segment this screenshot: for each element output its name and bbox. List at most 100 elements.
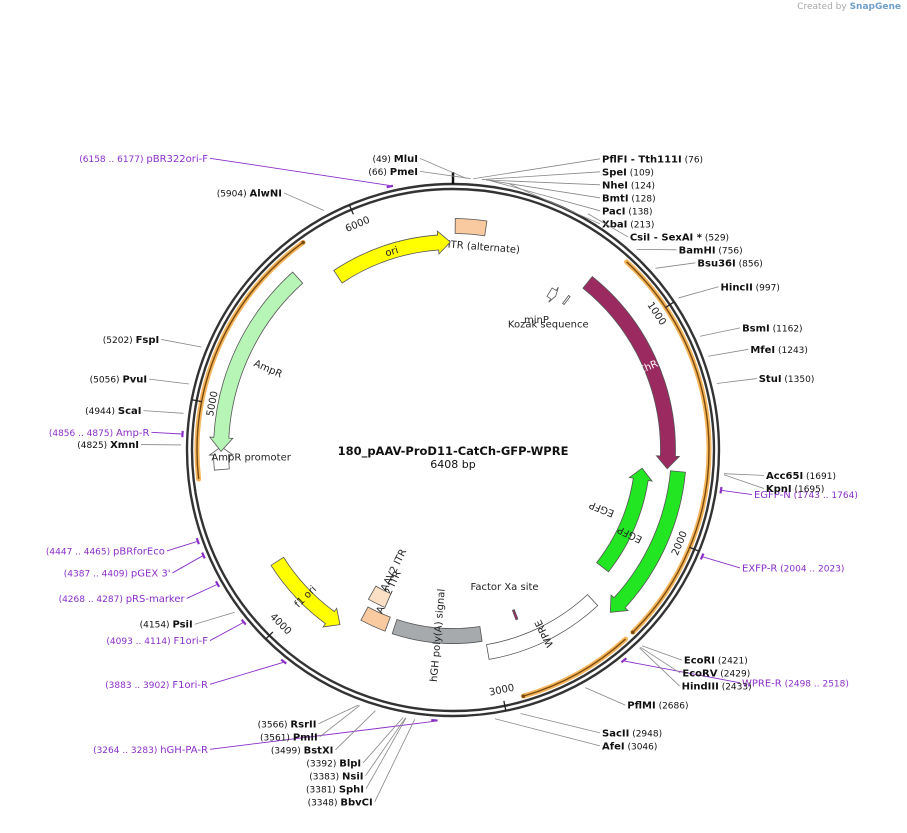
site-name: NheI <box>602 180 628 191</box>
site-pflfi-tth111i[interactable]: PflFI - Tth111I (76) <box>473 154 703 180</box>
site-bamhi[interactable]: BamHI (756) <box>636 245 743 256</box>
site-name: AfeI <box>602 741 625 752</box>
primer-egfp-n[interactable]: EGFP-N (1743 .. 1764) <box>719 486 858 501</box>
site-bsu36i[interactable]: Bsu36I (856) <box>655 258 763 269</box>
site-position: (3381) <box>306 785 339 795</box>
feature-aav2-itr-inner[interactable] <box>367 585 392 608</box>
primer-pgex-3[interactable]: (4387 .. 4409) pGEX 3' <box>64 552 206 580</box>
site-position: (856) <box>736 259 763 269</box>
site-name: XmnI <box>110 440 139 451</box>
primer-exfp-r[interactable]: EXFP-R (2004 .. 2023) <box>699 553 845 575</box>
site-sphi[interactable]: (3381) SphI <box>306 717 407 795</box>
primer-f1ori-f[interactable]: (4093 .. 4114) F1ori-F <box>106 618 247 647</box>
site-name: SpeI <box>602 167 627 178</box>
site-csii-sexai[interactable]: CsiI - SexAI * (529) <box>587 213 729 244</box>
primer-label: (4856 .. 4875) Amp-R <box>49 428 150 439</box>
primer-f1ori-r[interactable]: (3883 .. 3902) F1ori-R <box>105 658 287 691</box>
site-stui[interactable]: StuI (1350) <box>716 374 815 385</box>
site-position: (997) <box>753 283 780 293</box>
plasmid-title: 180_pAAV-ProD11-CatCh-GFP-WPRE <box>338 444 569 459</box>
snapgene-brand[interactable]: Created by SnapGene <box>797 2 901 12</box>
site-position: (213) <box>627 220 654 230</box>
feature-aav2-itr[interactable] <box>360 606 391 632</box>
feature-minp[interactable] <box>546 286 559 303</box>
feature-ori[interactable] <box>333 230 451 284</box>
site-nsii[interactable]: (3383) NsiI <box>309 717 406 782</box>
primer-mark <box>386 184 394 189</box>
site-pmli[interactable]: (3561) PmlI <box>260 705 360 744</box>
site-bsmi[interactable]: BsmI (1162) <box>699 323 803 337</box>
site-psii[interactable]: (4154) PsiI <box>140 611 235 631</box>
site-scai[interactable]: (4944) ScaI <box>85 406 184 417</box>
primer-amp-r[interactable]: (4856 .. 4875) Amp-R <box>49 428 184 439</box>
site-position: (4154) <box>140 621 173 631</box>
site-hindiii[interactable]: HindIII (2433) <box>639 647 752 693</box>
primer-pbrforeco[interactable]: (4447 .. 4465) pBRforEco <box>46 537 200 557</box>
site-kpni[interactable]: KpnI (1695) <box>723 474 825 495</box>
site-blpi[interactable]: (3392) BlpI <box>306 717 404 769</box>
site-bbvci[interactable]: (3348) BbvCI <box>308 719 416 808</box>
site-label: HindIII (2433) <box>682 682 752 693</box>
feature-hgh-poly-a-signal[interactable] <box>391 618 483 644</box>
site-afei[interactable]: AfeI (3046) <box>494 718 657 753</box>
site-name: KpnI <box>766 484 792 495</box>
feature-egfp-outer[interactable] <box>609 470 686 613</box>
primer-label: (4447 .. 4465) pBRforEco <box>46 546 165 557</box>
primer-mark <box>719 486 723 494</box>
site-mfei[interactable]: MfeI (1243) <box>708 345 808 357</box>
site-fspi[interactable]: (5202) FspI <box>103 335 202 348</box>
site-pvui[interactable]: (5056) PvuI <box>90 375 190 386</box>
site-xbai[interactable]: XbaI (213) <box>509 183 654 230</box>
primer-label: (4093 .. 4114) F1ori-F <box>106 636 208 647</box>
site-acc65i[interactable]: Acc65I (1691) <box>723 471 836 482</box>
site-label: (66) PmeI <box>368 167 418 178</box>
site-sacii[interactable]: SacII (2948) <box>520 713 663 739</box>
site-xmni[interactable]: (4825) XmnI <box>77 440 182 451</box>
site-spei[interactable]: SpeI (109) <box>481 167 654 180</box>
feature-ampr-promoter[interactable] <box>208 446 234 471</box>
feature-kozak-sequence[interactable] <box>562 294 571 306</box>
site-pflmi[interactable]: PflMI (2686) <box>585 687 689 712</box>
feature-f1-ori[interactable] <box>270 556 341 628</box>
site-alwni[interactable]: (5904) AlwNI <box>217 188 325 211</box>
site-label: (5202) FspI <box>103 335 159 346</box>
site-mlui[interactable]: (49) MluI <box>372 154 467 179</box>
site-bmti[interactable]: BmtI (128) <box>486 179 656 204</box>
feature-wpre[interactable] <box>486 594 599 660</box>
site-paci[interactable]: PacI (138) <box>489 180 653 217</box>
site-leader <box>520 713 601 734</box>
tick-mark <box>191 399 202 403</box>
feature-aav2-itr-alternate[interactable] <box>454 218 488 237</box>
feature-egfp-inner[interactable] <box>596 467 654 573</box>
primer-leader <box>172 555 203 574</box>
site-label: Acc65I (1691) <box>766 471 836 482</box>
primer-prs-marker[interactable]: (4268 .. 4287) pRS-marker <box>59 580 221 605</box>
site-position: (138) <box>625 207 652 217</box>
site-rsrii[interactable]: (3566) RsrII <box>258 704 359 730</box>
site-bstxi[interactable]: (3499) BstXI <box>271 710 376 757</box>
site-label: (3392) BlpI <box>306 758 361 769</box>
site-position: (1162) <box>770 324 803 334</box>
site-nhei[interactable]: NheI (124) <box>485 179 655 191</box>
feature-factor-xa-site[interactable] <box>511 609 519 621</box>
site-label: (3499) BstXI <box>271 745 334 756</box>
site-position: (66) <box>368 168 389 178</box>
site-name: RsrII <box>290 719 316 730</box>
site-name: SphI <box>339 784 364 795</box>
primer-wpre-r[interactable]: WPRE-R (2498 .. 2518) <box>620 657 849 689</box>
highlight-arc-end <box>630 630 635 635</box>
site-hincii[interactable]: HincII (997) <box>678 282 780 299</box>
feature-chr2[interactable] <box>582 275 681 470</box>
site-ecorv[interactable]: EcoRV (2429) <box>640 646 750 680</box>
site-pmei[interactable]: (66) PmeI <box>368 167 471 179</box>
site-leader <box>365 717 407 789</box>
primer-leader <box>209 157 390 186</box>
feature-ampr[interactable] <box>208 271 304 452</box>
site-ecori[interactable]: EcoRI (2421) <box>641 645 748 667</box>
tick-mark <box>265 631 274 640</box>
primer-pbr322ori-f[interactable]: (6158 .. 6177) pBR322ori-F <box>79 154 394 189</box>
site-position: (5202) <box>103 336 136 346</box>
feature-highlight-arcs <box>194 239 712 699</box>
site-position: (3383) <box>309 772 342 782</box>
